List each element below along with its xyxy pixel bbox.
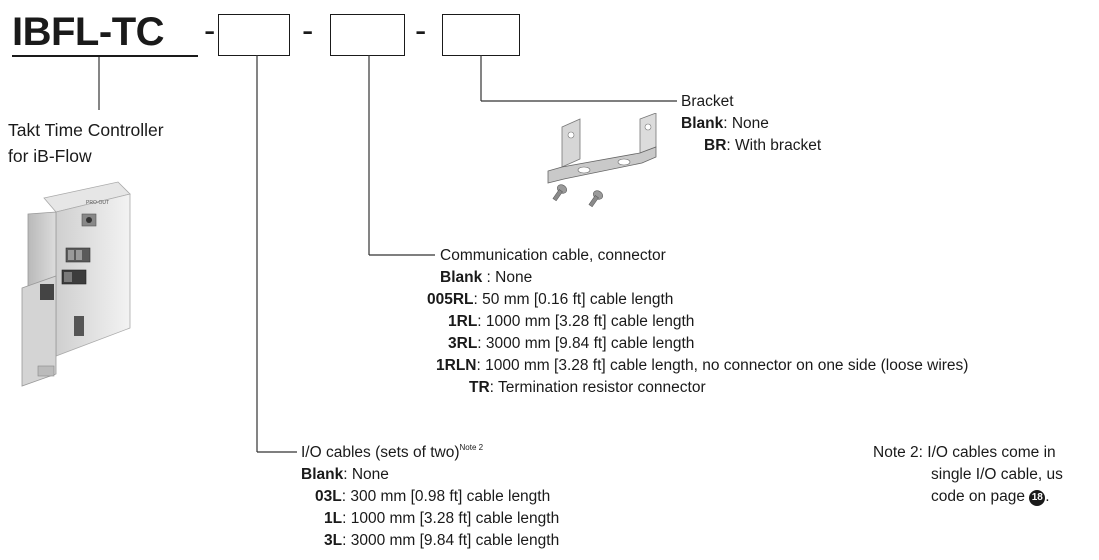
comm-option-1rl: 1RL: 1000 mm [3.28 ft] cable length (448, 311, 694, 332)
note2-line2: single I/O cable, us (931, 466, 1063, 483)
io-option-code: 3L (324, 532, 343, 549)
controller-product-image: PRO-OUT (21, 181, 131, 387)
comm-option-3rl: 3RL: 3000 mm [9.84 ft] cable length (448, 333, 694, 354)
comm-option-desc: : 50 mm [0.16 ft] cable length (473, 291, 674, 308)
bracket-option-br: BR: With bracket (704, 135, 821, 156)
svg-text:PRO-OUT: PRO-OUT (86, 200, 109, 206)
io-option-03l: 03L: 300 mm [0.98 ft] cable length (315, 486, 550, 507)
comm-option-tr: TR: Termination resistor connector (469, 377, 706, 398)
product-name-line1: Takt Time Controller (8, 120, 164, 140)
comm-option-blank: Blank : None (440, 267, 532, 288)
bracket-image (547, 113, 657, 208)
note2-text-1: I/O cables come in (927, 444, 1056, 461)
comm-option-005rl: 005RL: 50 mm [0.16 ft] cable length (427, 289, 673, 310)
option-box-bracket (442, 14, 520, 56)
product-name-line2: for iB-Flow (8, 146, 92, 166)
model-code: IBFL-TC (12, 10, 165, 54)
comm-option-code: 1RL (448, 313, 478, 330)
bracket-option-desc: : None (723, 115, 769, 132)
io-title-text: I/O cables (sets of two) (301, 444, 460, 461)
comm-option-code: 005RL (427, 291, 474, 308)
note2-label: Note 2: (873, 444, 923, 461)
comm-option-code: 3RL (448, 335, 478, 352)
io-option-desc: : 300 mm [0.98 ft] cable length (341, 488, 551, 505)
io-option-blank: Blank: None (301, 464, 389, 485)
bracket-option-desc: : With bracket (726, 137, 822, 154)
bracket-option-code: BR (704, 137, 727, 154)
note2-period: . (1045, 488, 1050, 505)
bracket-option-code: Blank (681, 115, 724, 132)
comm-option-desc: : 3000 mm [9.84 ft] cable length (477, 335, 695, 352)
io-option-desc: : 1000 mm [3.28 ft] cable length (342, 510, 560, 527)
separator-dash-1: - (204, 12, 216, 50)
bracket-title: Bracket (681, 93, 734, 110)
note2-line3: code on page 18. (931, 486, 1050, 507)
comm-option-desc: : 1000 mm [3.28 ft] cable length (477, 313, 695, 330)
io-title: I/O cables (sets of two)Note 2 (301, 442, 483, 463)
io-option-code: 1L (324, 510, 343, 527)
option-box-io-cables (218, 14, 290, 56)
comm-option-desc: : None (482, 269, 533, 286)
note2-line1: Note 2: I/O cables come in (873, 442, 1056, 463)
io-option-1l: 1L: 1000 mm [3.28 ft] cable length (324, 508, 559, 529)
page-ref-badge: 18 (1029, 490, 1046, 506)
bracket-option-blank: Blank: None (681, 113, 769, 134)
comm-option-code: Blank (440, 269, 483, 286)
option-box-communication-cable (330, 14, 405, 56)
comm-title: Communication cable, connector (440, 247, 666, 264)
comm-option-desc: : 1000 mm [3.28 ft] cable length, no con… (476, 357, 969, 374)
io-option-code: Blank (301, 466, 344, 483)
io-option-desc: : None (343, 466, 389, 483)
comm-option-code: 1RLN (436, 357, 477, 374)
comm-option-desc: : Termination resistor connector (489, 379, 706, 396)
note2-text-3: code on page (931, 488, 1025, 505)
io-option-code: 03L (315, 488, 342, 505)
separator-dash-2: - (302, 12, 314, 50)
separator-dash-3: - (415, 12, 427, 50)
io-note-ref: Note 2 (459, 443, 484, 452)
io-option-desc: : 3000 mm [9.84 ft] cable length (342, 532, 560, 549)
comm-option-code: TR (469, 379, 490, 396)
model-underline (12, 55, 198, 57)
io-option-3l: 3L: 3000 mm [9.84 ft] cable length (324, 530, 559, 551)
comm-option-1rln: 1RLN: 1000 mm [3.28 ft] cable length, no… (436, 355, 968, 376)
